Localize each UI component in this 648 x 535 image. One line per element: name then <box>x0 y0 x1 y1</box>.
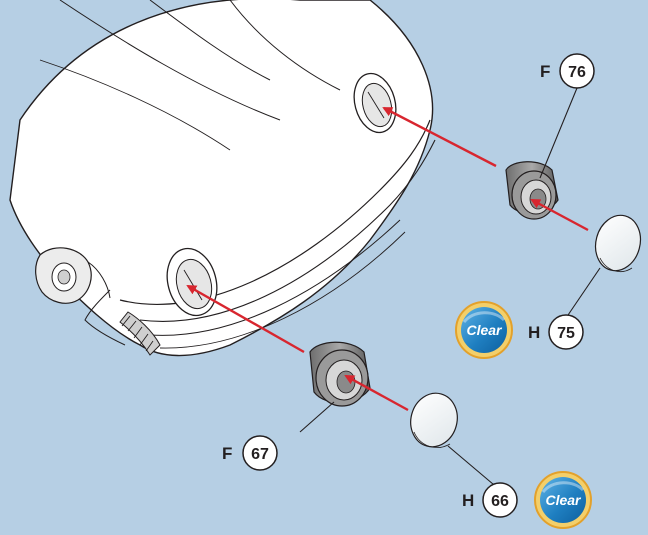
callout-number: 76 <box>568 64 586 81</box>
upper-clear-lens <box>590 210 647 275</box>
callout-number: 67 <box>251 446 269 463</box>
callout-letter: H <box>462 491 474 510</box>
callout-number: 66 <box>491 493 509 510</box>
clear-badge-upper: Clear <box>456 302 512 358</box>
lower-light-bucket <box>310 342 370 406</box>
clear-badge-text: Clear <box>466 322 503 338</box>
clear-badge-text: Clear <box>545 492 582 508</box>
lower-clear-lens <box>405 388 463 452</box>
callout-h66: H 66 <box>462 483 517 517</box>
callout-f67: F 67 <box>222 436 277 470</box>
callout-number: 75 <box>557 325 575 342</box>
clear-badge-lower: Clear <box>535 472 591 528</box>
callout-h75: H 75 <box>528 315 583 349</box>
callout-letter: H <box>528 323 540 342</box>
callout-letter: F <box>222 444 232 463</box>
callout-f76: F 76 <box>540 54 594 88</box>
callout-letter: F <box>540 62 550 81</box>
